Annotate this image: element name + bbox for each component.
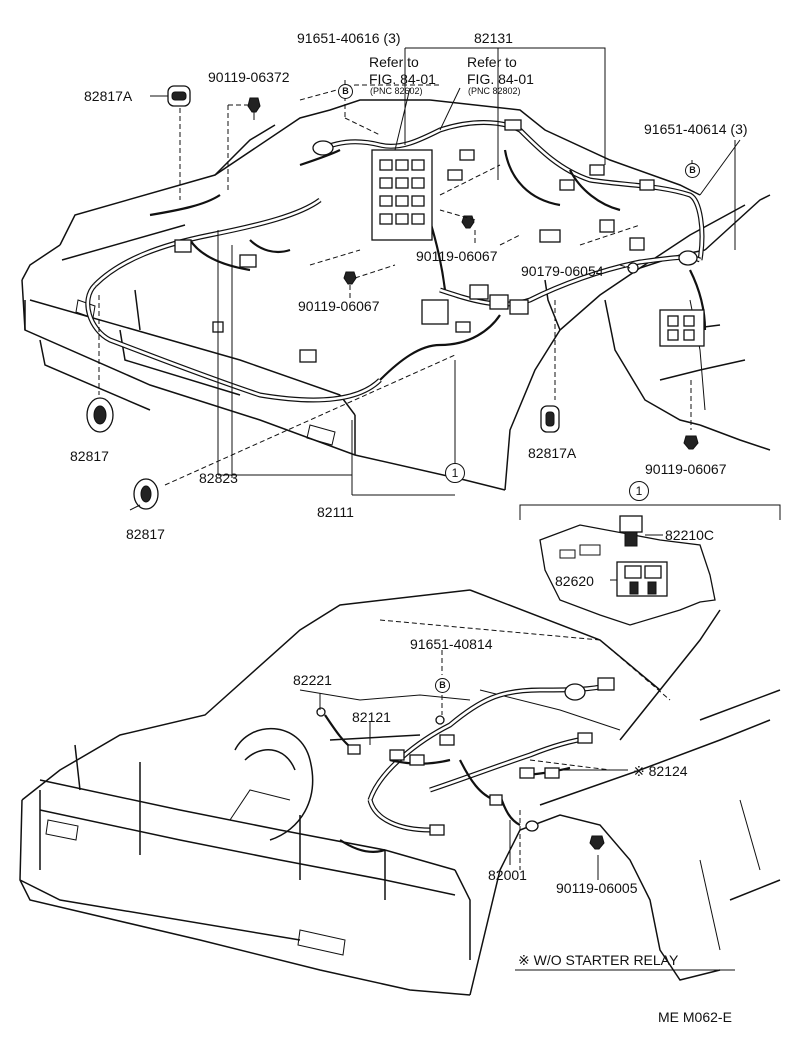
label-82001: 82001	[488, 867, 527, 883]
label-82131: 82131	[474, 30, 513, 46]
label-91651-40616: 91651-40616 (3)	[297, 30, 401, 46]
label-82124: ※ 82124	[633, 763, 688, 779]
lower-car-body	[19, 589, 781, 996]
label-90119-06005: 90119-06005	[556, 880, 638, 896]
callout-1-upper: 1	[445, 463, 465, 483]
callout-b-left: B	[338, 84, 353, 99]
label-fig-84-01-2: FIG. 84-01	[467, 71, 534, 87]
label-refer-to-1: Refer to	[369, 54, 419, 70]
label-pnc-2: (PNC 82802)	[468, 86, 521, 96]
label-82823: 82823	[199, 470, 238, 486]
label-82210C: 82210C	[665, 527, 715, 543]
upper-leader-lines	[98, 47, 741, 511]
label-90119-06067-b: 90119-06067	[298, 298, 380, 314]
label-90119-06067-a: 90119-06067	[416, 248, 498, 264]
label-82817-a: 82817	[70, 448, 109, 464]
label-90119-06067-c: 90119-06067	[645, 461, 727, 477]
label-fig-84-01-1: FIG. 84-01	[369, 71, 436, 87]
upper-loose-parts	[86, 85, 699, 510]
label-82221: 82221	[293, 672, 332, 688]
label-90179-06054: 90179-06054	[521, 263, 604, 279]
label-82620: 82620	[555, 573, 594, 589]
upper-wire-harness	[85, 120, 707, 403]
callout-b-lower: B	[435, 678, 450, 693]
label-refer-to-2: Refer to	[467, 54, 517, 70]
label-82121: 82121	[352, 709, 391, 725]
callout-1-detail: 1	[629, 481, 649, 501]
label-91651-40814: 91651-40814	[410, 636, 493, 652]
upper-car-body	[21, 84, 771, 491]
detail-relay-block	[519, 504, 781, 626]
label-82111: 82111	[317, 504, 354, 520]
diagram-code: ME M062-E	[658, 1009, 732, 1025]
label-82817-b: 82817	[126, 526, 165, 542]
label-82817A-bottom: 82817A	[528, 445, 577, 461]
upper-connectors	[174, 119, 705, 363]
lower-connectors	[316, 677, 615, 850]
label-pnc-1: (PNC 82602)	[370, 86, 423, 96]
lower-leader-lines	[319, 650, 628, 880]
label-91651-40614: 91651-40614 (3)	[644, 121, 748, 137]
callout-b-right: B	[685, 163, 700, 178]
label-82817A-top: 82817A	[84, 88, 133, 104]
note-wo-starter-relay: ※ W/O STARTER RELAY	[518, 952, 679, 968]
label-90119-06372: 90119-06372	[208, 69, 290, 85]
